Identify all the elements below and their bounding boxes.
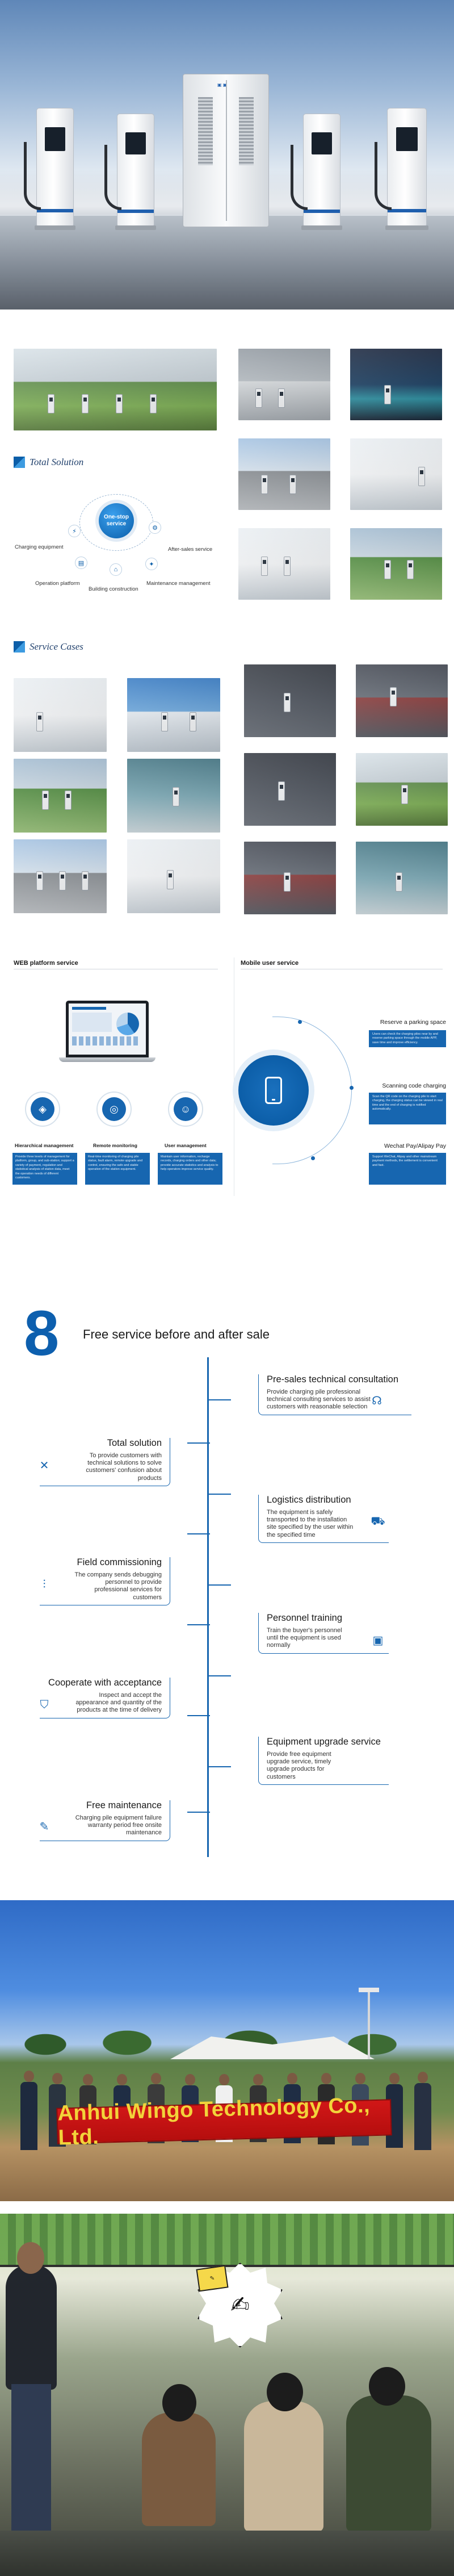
timeline-dot [298, 1020, 302, 1024]
case-photo [356, 842, 448, 914]
case-photo [127, 839, 220, 913]
charging-pile-image [301, 114, 342, 230]
section-marker-icon [14, 457, 25, 468]
monitor-icon: ◎ [96, 1092, 132, 1127]
label-charging-equipment: Charging equipment [15, 544, 64, 550]
power-cabinet-image: ▣ ▣ [183, 74, 269, 227]
web-item-label: Remote monitoring [93, 1143, 137, 1148]
laptop-dashboard-image [59, 1001, 155, 1068]
charging-pile-image [115, 114, 156, 230]
station-photo [350, 528, 442, 600]
one-stop-service-badge: One-stop service [99, 503, 134, 538]
service-count: 8 [24, 1298, 60, 1369]
label-building-construction: Building construction [89, 586, 138, 592]
case-photo [127, 759, 220, 833]
station-photo [238, 528, 330, 600]
total-solution-heading: Total Solution [14, 457, 83, 468]
operation-platform-icon: ▤ [75, 557, 87, 569]
headset-icon: ☊ [372, 1394, 382, 1407]
charging-pile-image [35, 108, 75, 230]
timeline-dot [311, 1156, 315, 1160]
case-photo [14, 678, 107, 752]
web-item-desc: Real-time monitoring of charging pile st… [85, 1153, 150, 1185]
web-item-label: Hierarchical management [15, 1143, 74, 1148]
service-card-total-solution: Total solution To provide customers with… [40, 1438, 170, 1486]
web-item-desc: Provide three levels of management for p… [12, 1153, 77, 1185]
sign-tag: ✎ [196, 2265, 229, 2292]
team-photo-outdoor: Anhui Wingo Technology Co., Ltd. [0, 1900, 454, 2201]
case-photo [14, 759, 107, 833]
label-maintenance: Maintenance management [146, 580, 211, 587]
tools-icon: ✕ [39, 1459, 49, 1472]
web-platform-title: WEB platform service [14, 960, 78, 967]
mobile-service-title: Mobile user service [241, 960, 299, 967]
station-photo [350, 349, 442, 420]
case-photo [244, 842, 336, 914]
service-card-presales: Pre-sales technical consultation Provide… [258, 1374, 411, 1415]
service-card-free-maintenance: Free maintenance Charging pile equipment… [40, 1800, 170, 1841]
hero-banner-image: ▣ ▣ [0, 0, 454, 310]
case-photo [127, 678, 220, 752]
station-photo [14, 349, 217, 430]
service-card-upgrade: Equipment upgrade service Provide free e… [258, 1737, 389, 1785]
maintenance-icon: ✦ [145, 558, 158, 570]
mobile-item-label: Reserve a parking space [380, 1019, 446, 1026]
case-photo [244, 664, 336, 737]
charging-pile-image [385, 108, 428, 230]
hierarchy-icon: ◈ [25, 1092, 60, 1127]
mobile-item-label: Scanning code charging [382, 1082, 446, 1089]
service-cases-heading: Service Cases [14, 641, 83, 653]
service-card-field-commissioning: Field commissioning The company sends de… [40, 1557, 170, 1605]
after-sales-icon: ⚙ [149, 521, 161, 534]
station-photo [238, 349, 330, 420]
case-photo [356, 753, 448, 826]
web-item-desc: Maintain user information, recharge reco… [158, 1153, 222, 1185]
web-item-label: User management [165, 1143, 207, 1148]
timeline-dot [350, 1086, 354, 1090]
company-banner: Anhui Wingo Technology Co., Ltd. [56, 2093, 392, 2150]
truck-icon: ⛟ [371, 1515, 385, 1528]
mobile-item-desc: Support WeChat, Alipay and other mainstr… [369, 1153, 446, 1185]
training-board-icon: ▣ [372, 1634, 384, 1647]
section-marker-icon [14, 641, 25, 653]
users-icon: ☺ [168, 1092, 203, 1127]
case-photo [14, 839, 107, 913]
timeline-axis [207, 1357, 209, 1857]
service-card-logistics: Logistics distribution The equipment is … [258, 1495, 389, 1543]
service-card-acceptance: Cooperate with acceptance Inspect and ac… [40, 1678, 170, 1718]
label-after-sales: After-sales service [168, 546, 213, 553]
station-photo [350, 438, 442, 510]
free-service-title: Free service before and after sale [83, 1327, 270, 1341]
label-operation-platform: Operation platform [35, 580, 80, 587]
shield-check-icon: ⛉ [40, 1698, 49, 1711]
building-construction-icon: ⌂ [110, 563, 122, 576]
case-photo [356, 664, 448, 737]
mobile-item-desc: Users can check the charging piles near … [369, 1030, 446, 1047]
station-photo [238, 438, 330, 510]
wrench-icon: ✎ [39, 1820, 49, 1833]
charging-equipment-icon: ⚡ [68, 525, 81, 537]
mobile-item-desc: Scan the QR code on the charging pile to… [369, 1093, 446, 1124]
case-photo [244, 753, 336, 826]
team-photo-dining: ✍ ✎ [0, 2214, 454, 2576]
smartphone-icon [238, 1055, 309, 1126]
sliders-icon: ⫶ [43, 1578, 46, 1591]
service-card-training: Personnel training Train the buyer's per… [258, 1613, 389, 1654]
mobile-item-label: Wechat Pay/Alipay Pay [384, 1143, 446, 1149]
